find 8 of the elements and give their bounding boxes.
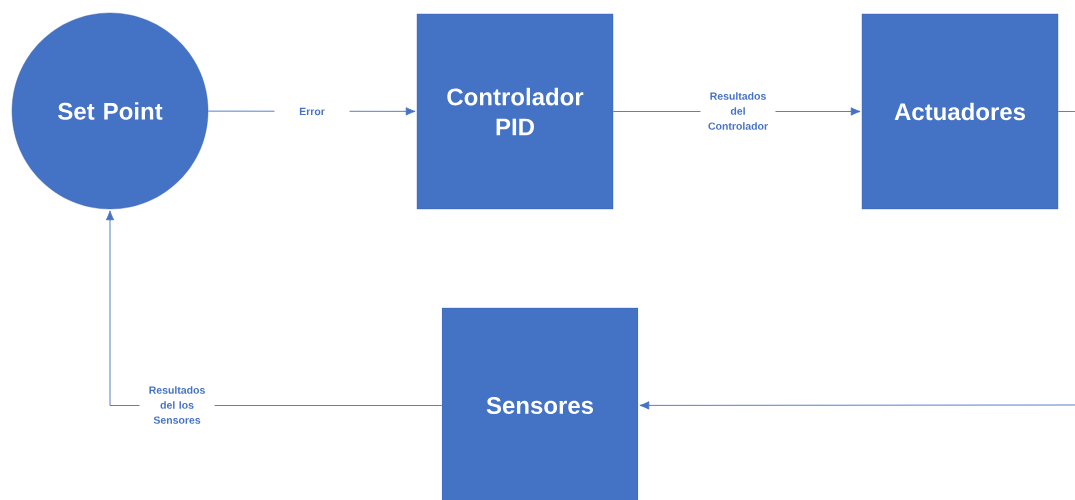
- process-box: Sensores: [441, 307, 639, 500]
- process-box: Controlador PID: [416, 13, 614, 210]
- circle-node: Set Point: [11, 12, 209, 210]
- edge-label: Resultados del los Sensores: [139, 384, 215, 426]
- edge-label: Error: [274, 106, 350, 117]
- edge-label: Resultados del Controlador: [700, 90, 776, 132]
- process-box: Actuadores: [861, 13, 1059, 210]
- arrow: [639, 401, 1075, 410]
